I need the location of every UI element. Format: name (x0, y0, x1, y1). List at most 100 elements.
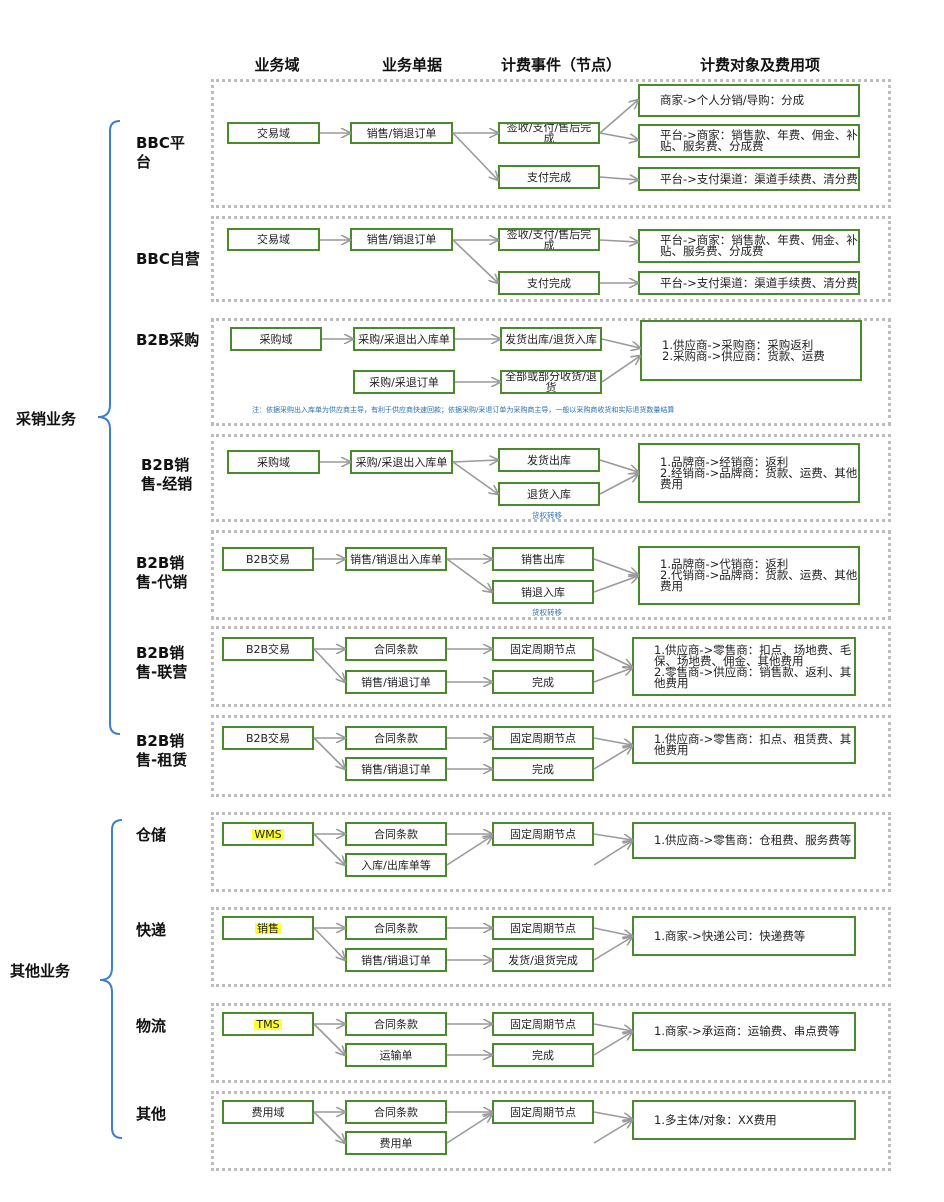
doc-box-other-2: 费用单 (345, 1131, 447, 1155)
event-box-b2b-consign-2: 销退入库 (492, 580, 594, 604)
domain-box-express: 销售 (222, 916, 314, 940)
connector-arrow-54 (593, 1023, 632, 1031)
connector-arrow-14 (601, 338, 640, 348)
tag-b2b-distribution: 货权转移 (532, 511, 562, 520)
connector-arrow-51 (313, 1023, 345, 1055)
doc-box-other-1: 合同条款 (345, 1100, 447, 1124)
row-label-b2b-lease: B2B销售-租赁 (136, 732, 188, 769)
header-target: 计费对象及费用项 (699, 56, 820, 74)
domain-box-other: 费用域 (222, 1100, 314, 1124)
row-label-bbc-self: BBC自营 (136, 250, 200, 268)
target-box-b2b-lease-1: 1.供应商->零售商：扣点、租赁费、其他费用 (632, 726, 856, 764)
connector-arrow-17 (452, 460, 498, 462)
section-b2b-consign (211, 530, 891, 620)
connector-arrow-43 (593, 841, 632, 866)
connector-arrow-31 (593, 668, 632, 683)
section-b2b-joint (211, 626, 891, 707)
target-box-bbc-self-2: 平台->支付渠道：渠道手续费、清分费 (638, 271, 860, 295)
event-box-logistics-1: 固定周期节点 (492, 1012, 594, 1036)
doc-box-bbc-self-1: 销售/销退订单 (350, 228, 453, 251)
doc-box-logistics-1: 合同条款 (345, 1012, 447, 1036)
connector-arrow-18 (452, 461, 498, 494)
domain-box-warehouse: WMS (222, 822, 314, 846)
event-box-bbc-self-2: 支付完成 (498, 271, 600, 295)
connector-arrow-57 (313, 1111, 345, 1143)
row-label-b2b-distribution: B2B销售-经销 (141, 456, 193, 493)
connector-arrow-45 (313, 927, 345, 960)
event-box-warehouse-1: 固定周期节点 (492, 822, 594, 846)
connector-arrow-30 (593, 648, 632, 667)
connector-arrow-2 (452, 132, 498, 180)
doc-box-bbc-platform-1: 销售/销退订单 (350, 122, 453, 144)
section-bbc-platform (211, 79, 891, 208)
connector-arrow-59 (446, 1114, 492, 1144)
section-bbc-self (211, 216, 891, 302)
doc-box-b2b-purchase-2: 采购/采退订单 (353, 370, 455, 394)
target-box-other-1: 1.多主体/对象：XX费用 (632, 1100, 856, 1140)
doc-box-logistics-2: 运输单 (345, 1043, 447, 1067)
domain-box-b2b-joint: B2B交易 (222, 637, 314, 661)
event-box-bbc-platform-1: 签收/支付/售后完成 (498, 122, 600, 144)
target-box-warehouse-1: 1.供应商->零售商：仓租费、服务费等 (632, 822, 856, 859)
connector-arrow-49 (593, 937, 632, 961)
section-b2b-lease (211, 715, 891, 797)
target-box-bbc-self-1: 平台->商家：销售款、年费、佣金、补贴、服务费、分成费 (638, 229, 860, 263)
doc-box-warehouse-2: 入库/出库单等 (345, 853, 447, 877)
event-box-other-1: 固定周期节点 (492, 1100, 594, 1124)
event-box-b2b-purchase-1: 发货出库/退货入库 (500, 327, 602, 351)
target-box-bbc-platform-2: 平台->商家：销售款、年费、佣金、补贴、服务费、分成费 (638, 124, 860, 158)
domain-box-b2b-distribution: 采购域 (227, 450, 320, 474)
row-label-b2b-consign: B2B销售-代销 (136, 554, 188, 591)
bracket-sales (97, 120, 121, 735)
connector-arrow-55 (593, 1032, 632, 1056)
connector-arrow-3 (599, 100, 638, 134)
section-other (211, 1091, 891, 1171)
domain-box-b2b-purchase: 采购域 (230, 327, 322, 351)
event-box-bbc-platform-2: 支付完成 (498, 165, 600, 189)
connector-arrow-60 (593, 1111, 632, 1119)
doc-box-b2b-consign-1: 销售/销退出入库单 (345, 547, 447, 571)
event-box-logistics-2: 完成 (492, 1043, 594, 1067)
connector-arrow-20 (599, 474, 638, 495)
tag-b2b-consign: 货权转移 (532, 608, 562, 617)
connector-arrow-42 (593, 833, 632, 840)
connector-arrow-27 (313, 648, 345, 682)
doc-box-b2b-purchase-1: 采购/采退出入库单 (353, 327, 455, 351)
event-box-b2b-joint-1: 固定周期节点 (492, 637, 594, 661)
connector-arrow-9 (599, 240, 638, 242)
target-box-bbc-platform-1: 商家->个人分销/导购：分成 (638, 84, 860, 117)
doc-box-b2b-joint-2: 销售/销退订单 (345, 670, 447, 694)
doc-box-b2b-lease-2: 销售/销退订单 (345, 757, 447, 781)
row-label-logistics: 物流 (136, 1017, 167, 1035)
connector-arrow-48 (593, 927, 632, 936)
section-b2b-distribution (211, 434, 891, 522)
group-label-other: 其他业务 (10, 962, 71, 980)
row-label-other: 其他 (136, 1105, 167, 1123)
event-box-b2b-joint-2: 完成 (492, 670, 594, 694)
connector-arrow-61 (593, 1120, 632, 1144)
note-b2b-purchase: 注：依据采购出入库单为供应商主导，有利于供应商快速回款；依据采购/采退订单为采购… (252, 406, 675, 414)
section-logistics (211, 1003, 891, 1083)
bracket-other (99, 819, 123, 1139)
row-label-b2b-purchase: B2B采购 (136, 331, 200, 349)
doc-box-express-2: 销售/销退订单 (345, 948, 447, 972)
connector-arrow-37 (593, 746, 632, 770)
connector-arrow-8 (452, 239, 498, 283)
target-box-express-1: 1.商家->快递公司：快递费等 (632, 916, 856, 956)
connector-arrow-15 (601, 356, 640, 383)
section-express (211, 907, 891, 987)
header-doc: 业务单据 (381, 56, 442, 74)
target-box-b2b-purchase-1: 1.供应商->采购商：采购返利 2.采购商->供应商：货款、运费 (640, 320, 862, 381)
row-label-warehouse: 仓储 (136, 826, 167, 844)
event-box-b2b-distribution-1: 发货出库 (498, 448, 600, 472)
domain-box-b2b-consign: B2B交易 (222, 547, 314, 571)
connector-arrow-5 (599, 177, 638, 180)
row-label-bbc-platform: BBC平台 (136, 134, 185, 171)
doc-box-express-1: 合同条款 (345, 916, 447, 940)
connector-arrow-19 (599, 459, 638, 472)
domain-highlight-logistics: TMS (254, 1017, 282, 1031)
event-box-b2b-lease-2: 完成 (492, 757, 594, 781)
section-b2b-purchase (211, 318, 891, 426)
event-box-bbc-self-1: 签收/支付/售后完成 (498, 228, 600, 251)
